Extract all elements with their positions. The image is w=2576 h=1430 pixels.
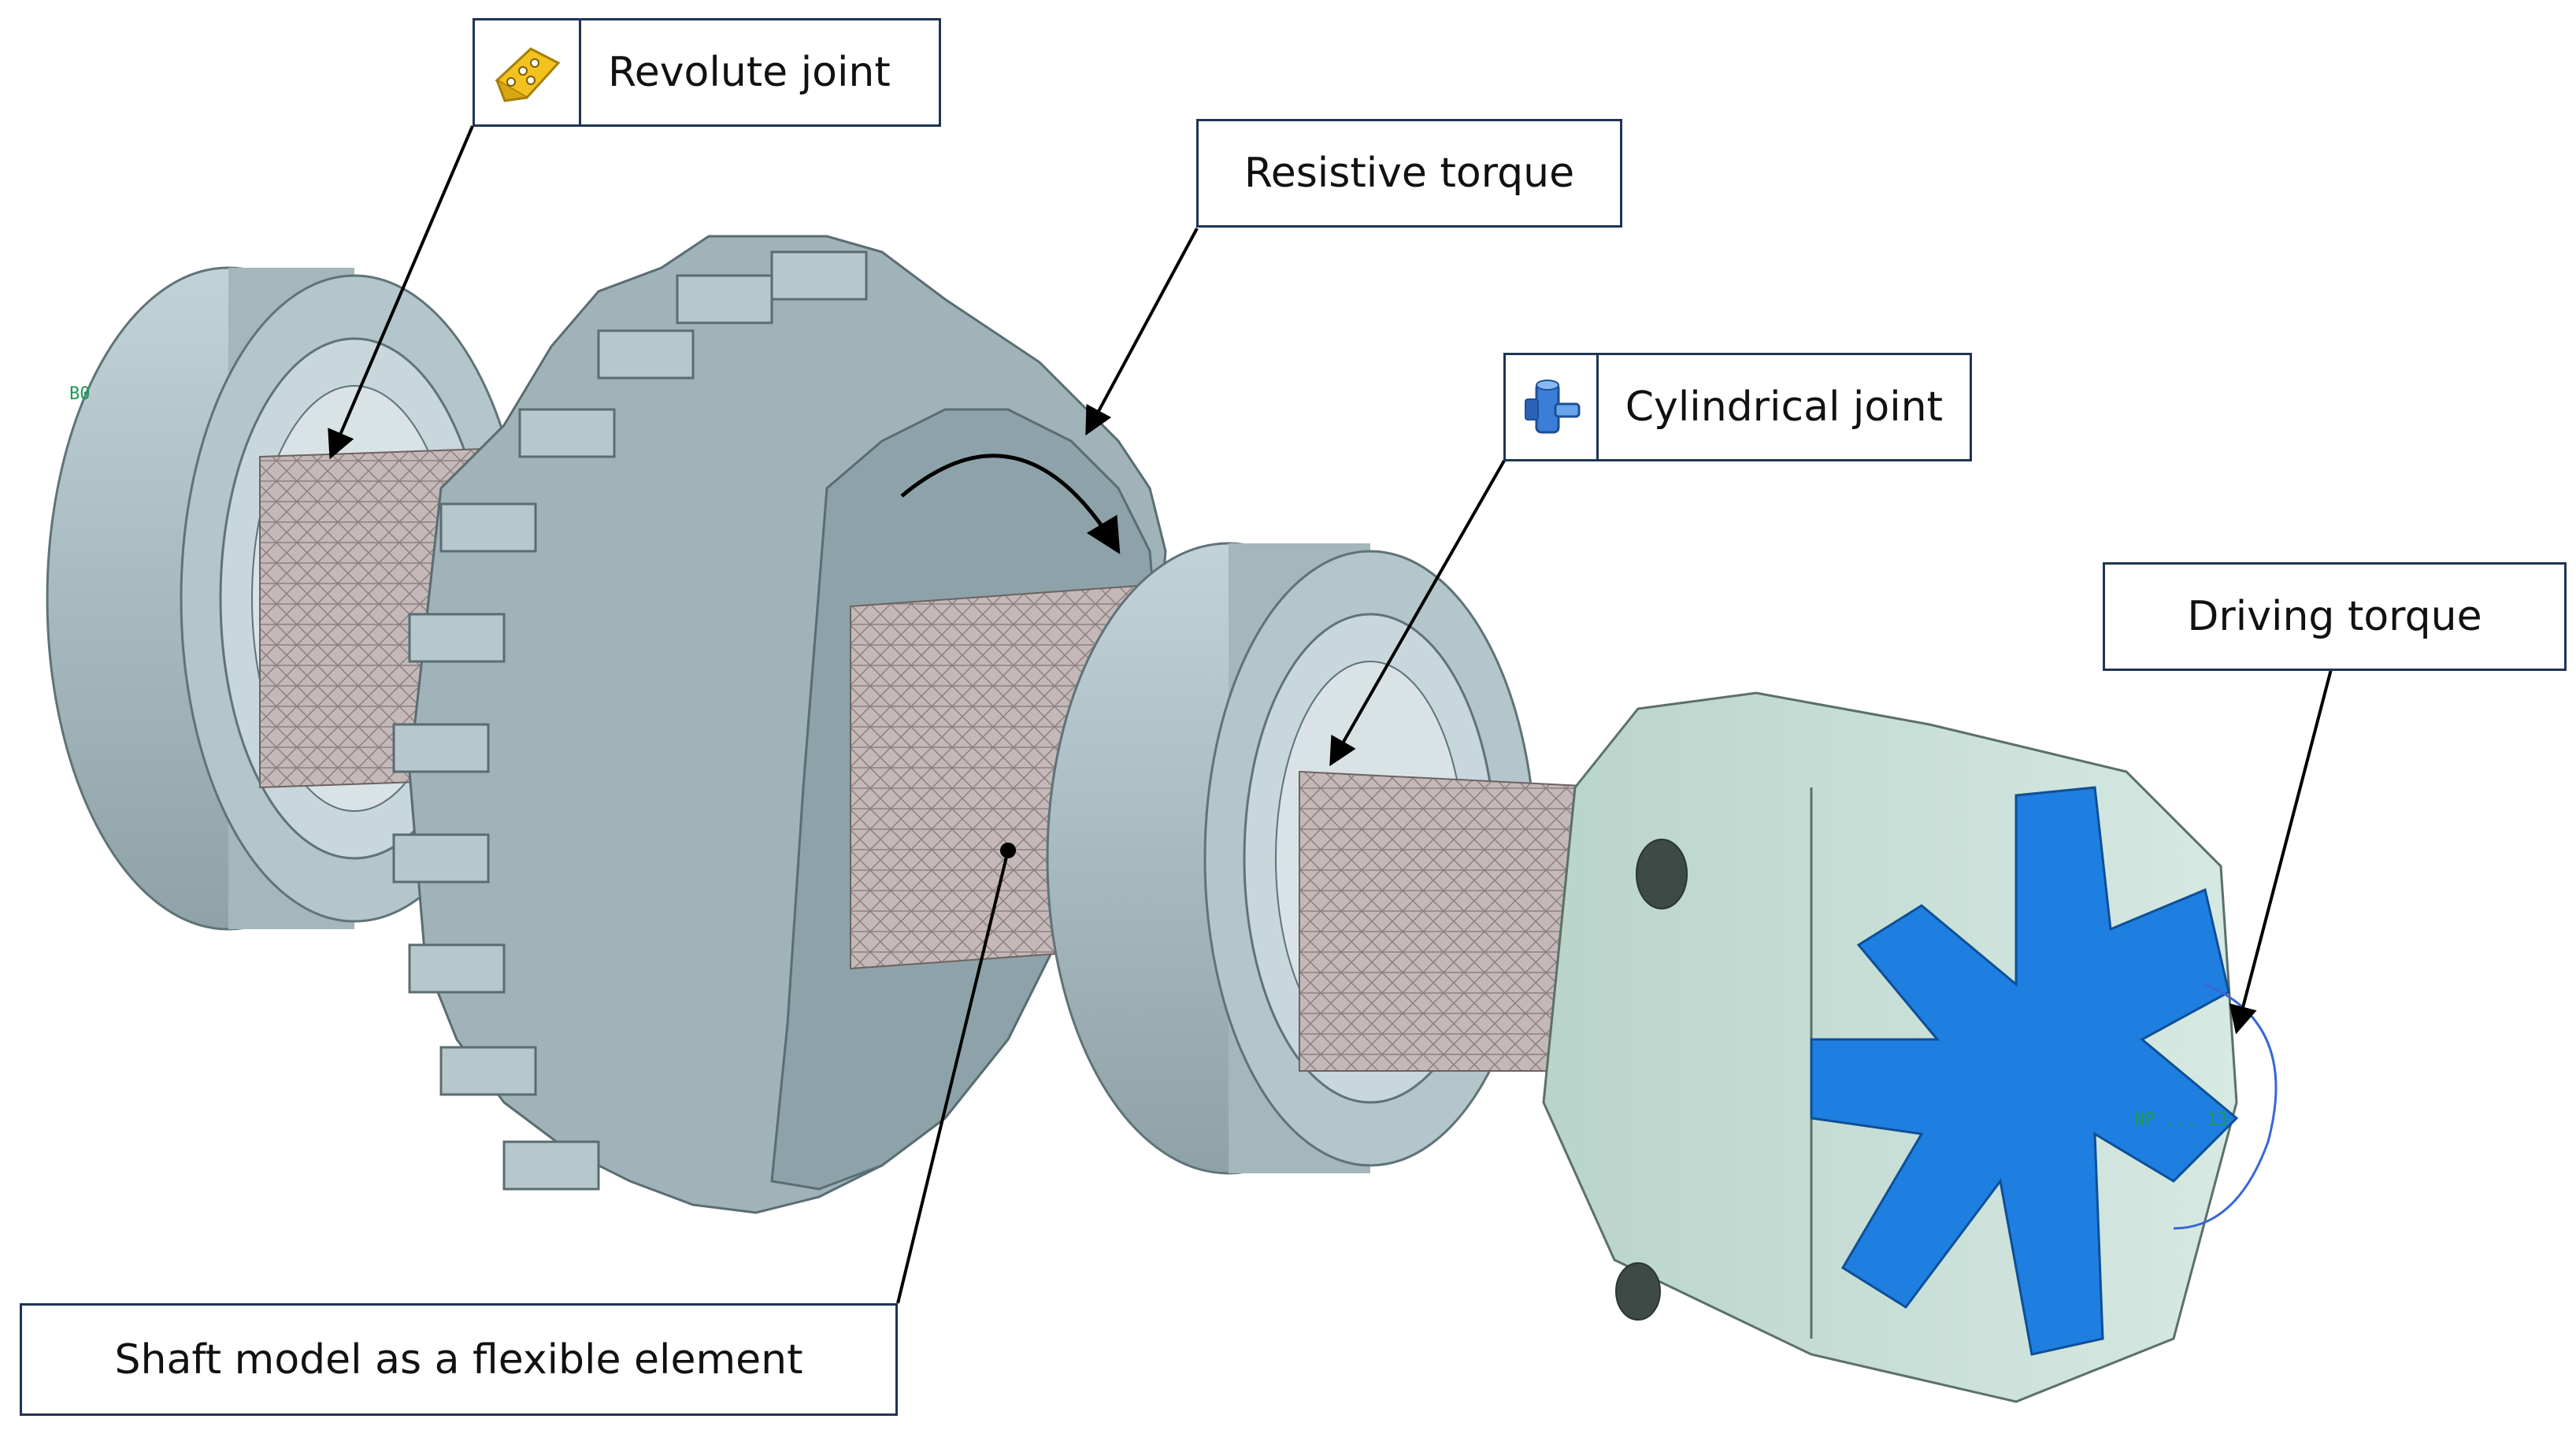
revolute-icon-box [475, 20, 581, 124]
shaft-leader-dot [1000, 843, 1016, 858]
shaft-model-label: Shaft model as a flexible element [114, 1336, 803, 1384]
cylindrical-joint-callout: Cylindrical joint [1503, 353, 1972, 461]
cylindrical-icon-box [1506, 355, 1599, 459]
resistive-torque-callout: Resistive torque [1196, 119, 1622, 228]
revolute-joint-icon [495, 47, 561, 102]
shaft-leader [896, 850, 1010, 1304]
revolute-leader [328, 125, 474, 460]
coupling-spider [1810, 786, 2239, 1356]
resistive-torque-arrow [900, 454, 1121, 554]
marker-tag-left: B0 [69, 384, 91, 404]
shaft-model-callout: Shaft model as a flexible element [20, 1303, 898, 1416]
driving-torque-callout: Driving torque [2103, 562, 2567, 671]
revolute-joint-callout: Revolute joint [473, 18, 941, 127]
cylindrical-joint-label: Cylindrical joint [1625, 383, 1943, 431]
marker-tag-right: NP ... 13 [2134, 1110, 2229, 1130]
cylindrical-joint-icon [1525, 380, 1581, 434]
resistive-leader [1085, 228, 1199, 436]
driving-leader [2229, 669, 2333, 1035]
driving-torque-label: Driving torque [2187, 593, 2482, 640]
revolute-joint-label: Revolute joint [608, 49, 891, 96]
cylindrical-leader [1329, 460, 1506, 767]
resistive-torque-label: Resistive torque [1244, 150, 1575, 197]
